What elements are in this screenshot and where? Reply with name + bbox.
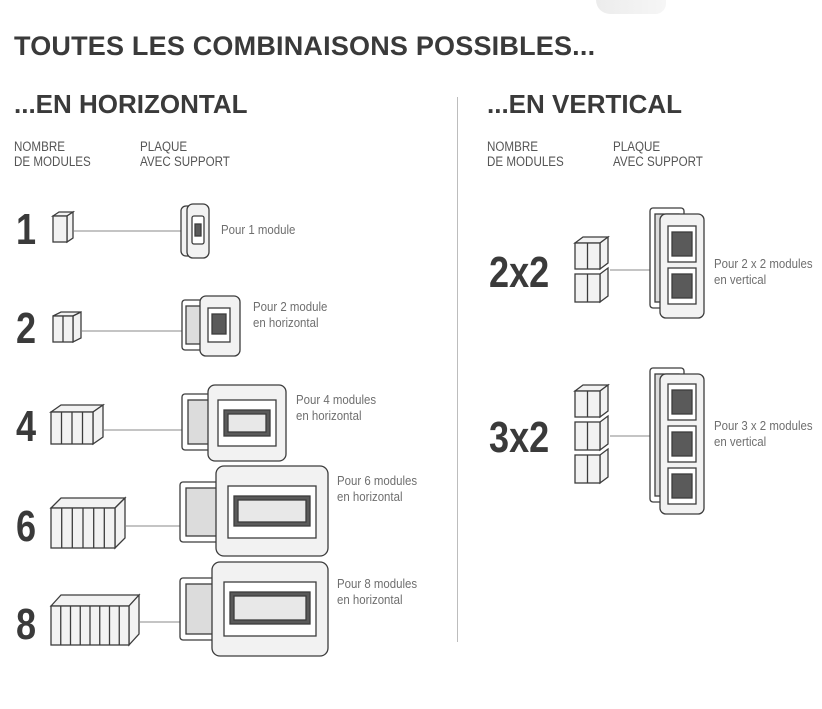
vertical-title: ...EN VERTICAL [487,89,683,119]
module-block-icon [49,496,182,550]
plate-with-support-icon [179,561,329,657]
module-count: 2 [16,304,37,353]
module-count: 1 [16,205,37,254]
module-count: 2x2 [489,248,550,297]
module-count: 6 [16,502,37,551]
plate-with-support-icon [180,203,210,259]
horizontal-title: ...EN HORIZONTAL [14,89,248,119]
combination-description: Pour 6 modules en horizontal [337,473,418,504]
module-count: 4 [16,402,37,451]
vertical-col-plate: PLAQUE AVEC SUPPORT [613,139,703,169]
horizontal-col-modules: NOMBRE DE MODULES [14,139,91,169]
module-block-icon [52,310,182,344]
decorative-shape [596,0,666,14]
combination-description: Pour 4 modules en horizontal [296,392,377,423]
combination-description: Pour 3 x 2 modules en vertical [714,418,813,449]
horizontal-col-plate: PLAQUE AVEC SUPPORT [140,139,230,169]
combination-description: Pour 2 module en horizontal [253,299,328,330]
module-count: 3x2 [489,413,550,462]
module-count: 8 [16,600,37,649]
plate-with-support-icon [181,384,287,462]
module-block-icon [573,383,654,485]
plate-with-support-icon [649,367,705,515]
module-block-icon [50,210,188,244]
module-block-icon [48,403,182,446]
combination-description: Pour 2 x 2 modules en vertical [714,256,813,287]
plate-with-support-icon [181,295,241,357]
page-title: TOUTES LES COMBINAISONS POSSIBLES... [14,31,596,61]
section-divider [457,97,458,642]
vertical-col-modules: NOMBRE DE MODULES [487,139,564,169]
combination-description: Pour 8 modules en horizontal [337,576,418,607]
combination-description: Pour 1 module [221,222,296,237]
plate-with-support-icon [179,465,329,557]
plate-with-support-icon [649,207,705,319]
module-block-icon [573,235,654,304]
module-block-icon [49,593,182,647]
